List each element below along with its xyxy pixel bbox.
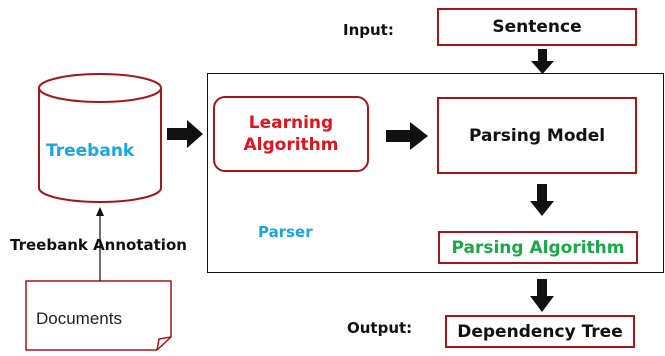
parsing-model-box: Parsing Model: [437, 97, 637, 174]
documents-page: [25, 280, 172, 351]
treebank-cylinder: [38, 73, 162, 203]
arrow-algorithm-to-tree: [530, 279, 554, 312]
treebank-label: Treebank: [46, 141, 135, 161]
dependency-tree-box: Dependency Tree: [445, 315, 635, 348]
parsing-algorithm-text: Parsing Algorithm: [451, 237, 625, 258]
annotation-arrow: [96, 207, 104, 281]
input-label: Input:: [343, 21, 394, 39]
parser-label: Parser: [258, 223, 313, 241]
output-label: Output:: [347, 319, 413, 337]
arrow-model-to-algorithm: [530, 184, 554, 216]
arrow-treebank-to-learning: [167, 120, 203, 148]
sentence-text: Sentence: [492, 17, 582, 37]
parsing-algorithm-box: Parsing Algorithm: [438, 231, 638, 264]
arrow-sentence-to-model: [531, 49, 554, 74]
parsing-model-text: Parsing Model: [468, 125, 606, 146]
arrow-learning-to-model: [386, 122, 428, 150]
sentence-box: Sentence: [437, 8, 637, 46]
parser-frame: [207, 73, 664, 273]
learning-algorithm-box: Learning Algorithm: [213, 96, 369, 172]
treebank-annotation-label: Treebank Annotation: [10, 236, 187, 254]
dependency-tree-text: Dependency Tree: [457, 321, 623, 342]
learning-algorithm-text: Learning Algorithm: [243, 113, 339, 155]
documents-label: Documents: [36, 309, 122, 328]
